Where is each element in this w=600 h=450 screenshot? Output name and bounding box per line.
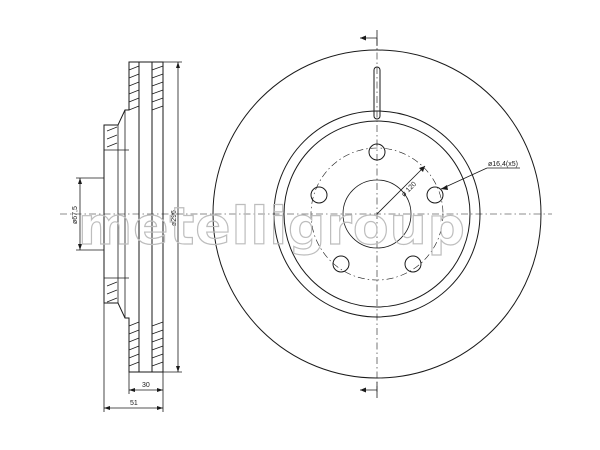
section-marker-bottom: [360, 382, 378, 398]
dim-pcd-label: ø 120: [400, 181, 418, 199]
side-view-hatching-top: [106, 65, 164, 148]
bolt-hole: [310, 186, 328, 204]
dim-total-height-label: 51: [130, 400, 138, 407]
dim-disc-diameter-label: ø296: [171, 210, 178, 226]
section-marker-top: [360, 30, 378, 46]
side-view: ø67,5 ø296 30 51: [60, 61, 200, 412]
bolt-hole: [404, 255, 422, 273]
dim-thickness-label: 30: [142, 382, 150, 389]
dim-thickness-line: [128, 372, 164, 394]
dim-total-height-line: [103, 303, 164, 412]
side-view-hatching-bottom: [106, 281, 164, 367]
dim-hub-diameter-line: [76, 177, 104, 251]
bolt-hole: [426, 186, 444, 204]
bolt-hole: [332, 255, 350, 273]
dim-bolt-hole-leader: [440, 167, 520, 190]
front-view: ø 120 ø16,4(x5): [200, 30, 552, 398]
dim-pcd-leader: [376, 165, 426, 215]
dim-disc-diameter-line: [163, 61, 182, 373]
dim-bolt-hole-label: ø16,4(x5): [488, 161, 518, 168]
dim-hub-diameter-label: ø67,5: [72, 206, 79, 224]
watermark-logo: metelligroup: [78, 197, 466, 257]
locating-slot: [373, 66, 381, 120]
